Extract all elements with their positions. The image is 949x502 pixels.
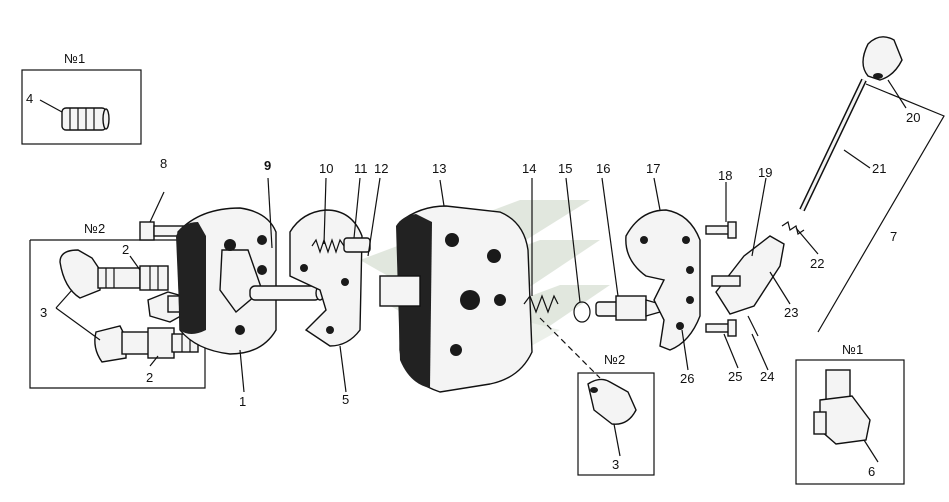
callout-label-l24: 24 <box>760 369 774 384</box>
part-12: 12 <box>367 161 388 257</box>
callout-label-l22: 22 <box>810 256 824 271</box>
callout-label-l7: 7 <box>890 229 897 244</box>
pin-11: 11 <box>343 161 371 253</box>
callout-label-box_left_title: №2 <box>84 221 105 236</box>
screw-25: 25 <box>705 319 742 384</box>
callout-label-l23: 23 <box>784 305 798 320</box>
callout-label-l18: 18 <box>718 168 732 183</box>
spring-10: 10 <box>311 161 345 254</box>
assembly-bracket-7: 7 <box>817 83 945 333</box>
callout-label-l25: 25 <box>728 369 742 384</box>
callout-label-l3a: 3 <box>40 305 47 320</box>
spring-14: 14 <box>522 161 601 379</box>
callout-label-l26: 26 <box>680 371 694 386</box>
callout-label-l21: 21 <box>872 161 886 176</box>
callout-label-l5: 5 <box>342 392 349 407</box>
callout-label-l10: 10 <box>319 161 333 176</box>
callout-label-box_bottom_right_title: №1 <box>842 342 863 357</box>
callout-label-l14: 14 <box>522 161 536 176</box>
callout-label-l9: 9 <box>264 158 271 173</box>
box-variant-2-center: №2 3 <box>577 352 655 476</box>
callout-label-l17: 17 <box>646 161 660 176</box>
callout-label-l1: 1 <box>239 394 246 409</box>
box-variant-1-top: №1 4 <box>21 51 142 145</box>
lever-rod-21: 21 <box>799 78 886 212</box>
callout-label-l19: 19 <box>758 165 772 180</box>
callout-label-l8: 8 <box>160 156 167 171</box>
lever-bracket-19: 19 23 24 <box>711 165 798 384</box>
callout-label-l13: 13 <box>432 161 446 176</box>
fitting-4 <box>61 107 110 131</box>
spring-22: 22 <box>781 221 824 271</box>
callout-label-l16: 16 <box>596 161 610 176</box>
ring-15: 15 <box>558 161 591 323</box>
knob-20: 20 <box>862 36 920 125</box>
part-17-plate: 17 26 <box>625 161 701 386</box>
box-variant-1-bottom: №1 6 <box>795 342 905 485</box>
box-variant-2-left: №2 3 2 2 <box>29 221 206 389</box>
callout-label-l11: 11 <box>354 161 368 176</box>
callout-label-l12: 12 <box>374 161 388 176</box>
callout-label-l3b: 3 <box>612 457 619 472</box>
part-13-housing: 13 <box>379 161 533 393</box>
callout-label-l15: 15 <box>558 161 572 176</box>
callout-label-box_center_title: №2 <box>604 352 625 367</box>
callout-label-l2b: 2 <box>146 370 153 385</box>
box-title: №1 <box>64 51 85 66</box>
callout-label-l4: 4 <box>26 91 33 106</box>
callout-label-l2a: 2 <box>122 242 129 257</box>
callout-label-l20: 20 <box>906 110 920 125</box>
screw-18: 18 <box>705 168 737 239</box>
callout-label-l6: 6 <box>868 464 875 479</box>
